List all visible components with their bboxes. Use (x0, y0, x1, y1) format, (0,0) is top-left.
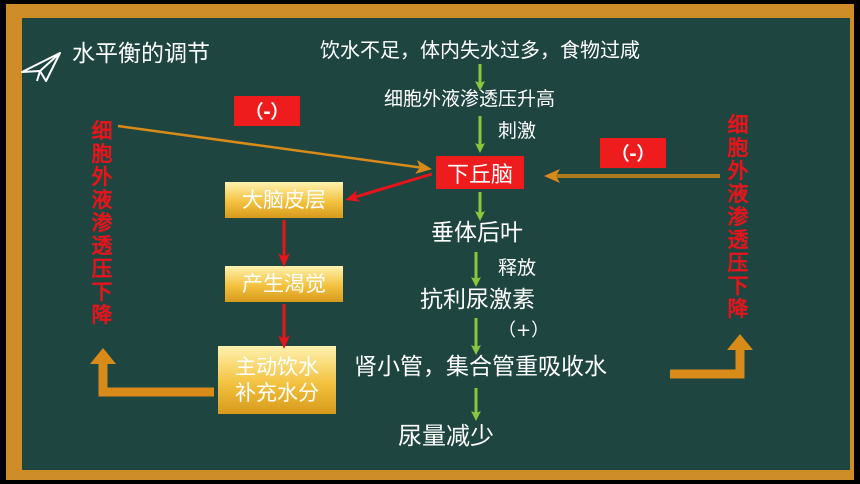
hypothalamus-box: 下丘脑 (436, 156, 524, 189)
left-inhibit-box: （-） (234, 96, 300, 126)
flow-step-reabsorb: 肾小管，集合管重吸收水 (354, 354, 607, 380)
arrow-right-feedback-head (727, 334, 753, 350)
hypothalamus-label: 下丘脑 (446, 162, 513, 188)
drink-water-line2: 补充水分 (235, 381, 319, 405)
cerebral-cortex-box: 大脑皮层 (225, 182, 343, 218)
flow-step-urine-decrease: 尿量减少 (398, 422, 494, 450)
page-title: 水平衡的调节 (72, 41, 210, 67)
label-plus: （+） (498, 320, 550, 341)
flow-step-cause: 饮水不足，体内失水过多，食物过咸 (320, 38, 640, 62)
drink-water-box: 主动饮水 补充水分 (218, 346, 336, 414)
cerebral-cortex-label: 大脑皮层 (242, 187, 326, 212)
arrow-left-feedback (98, 362, 214, 397)
paper-plane-icon (20, 50, 64, 88)
right-inhibit-box: （-） (600, 138, 666, 168)
blackboard-frame (6, 4, 854, 480)
arrow-hypothalamus-to-cortex (345, 172, 433, 202)
thirst-label: 产生渴觉 (242, 271, 326, 296)
label-release: 释放 (498, 257, 537, 279)
arrow-left-feedback-head (90, 348, 116, 364)
flow-step-osmotic-rise: 细胞外液渗透压升高 (384, 88, 556, 110)
thirst-box: 产生渴觉 (225, 266, 343, 302)
arrow-left-inhibit (117, 124, 432, 174)
drink-water-line1: 主动饮水 (235, 354, 319, 379)
left-inhibit-label: （-） (245, 102, 289, 123)
flow-step-pituitary: 垂体后叶 (431, 220, 523, 246)
left-feedback-text: 细胞外液渗透压下降 (91, 119, 113, 327)
label-stimulate: 刺激 (498, 120, 537, 142)
flow-step-adh: 抗利尿激素 (420, 287, 535, 313)
arrow-right-feedback (670, 348, 745, 379)
right-inhibit-label: （-） (611, 144, 655, 165)
right-feedback-text: 细胞外液渗透压下降 (727, 113, 749, 321)
